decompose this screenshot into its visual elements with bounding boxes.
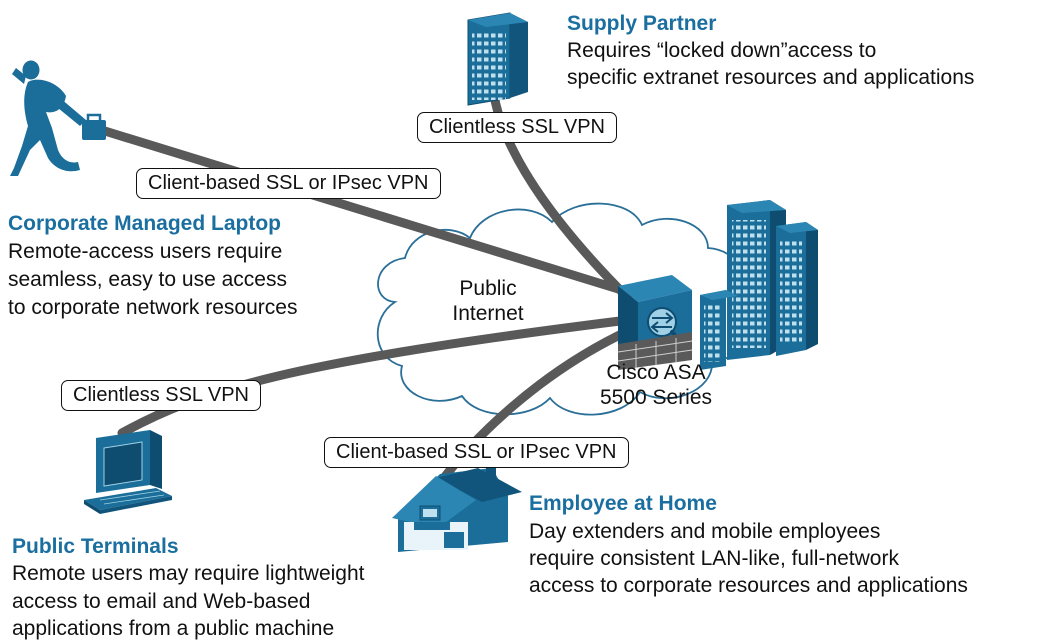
connection-label-public-terminals: Clientless SSL VPN	[61, 380, 261, 411]
line-public-terminals	[117, 315, 633, 438]
device-label-line-2: 5500 Series	[599, 386, 713, 409]
supply-partner-title: Supply Partner	[567, 12, 717, 35]
public-terminals-desc-1: Remote users may require lightweight	[12, 562, 365, 585]
employee-home-desc-1: Day extenders and mobile employees	[529, 520, 881, 543]
device-label-line-1: Cisco ASA	[606, 361, 706, 384]
cloud-label: Public Internet	[440, 276, 536, 326]
connection-label-supply-partner: Clientless SSL VPN	[417, 112, 617, 143]
supply-partner-desc-1: Requires “locked down”access to	[567, 39, 877, 62]
cloud-label-line-1: Public	[459, 277, 517, 300]
office-building-icon	[467, 12, 528, 106]
employee-home-title: Employee at Home	[529, 492, 717, 515]
cloud-label-line-2: Internet	[452, 302, 524, 325]
firewall-appliance-icon	[617, 275, 693, 370]
connection-label-corporate-laptop: Client-based SSL or IPsec VPN	[136, 168, 441, 199]
line-employee-home	[430, 325, 635, 495]
corporate-laptop-desc-3: to corporate network resources	[8, 296, 298, 319]
line-corporate-laptop	[90, 123, 633, 297]
public-terminals-desc-2: access to email and Web-based	[12, 590, 311, 613]
device-label: Cisco ASA 5500 Series	[588, 360, 724, 410]
running-businessman-icon	[10, 60, 106, 176]
corporate-laptop-desc-2: seamless, easy to use access	[8, 268, 287, 291]
employee-home-desc-2: require consistent LAN-like, full-networ…	[529, 547, 899, 570]
public-terminals-desc-3: applications from a public machine	[12, 617, 335, 640]
corporate-laptop-desc-1: Remote-access users require	[8, 240, 283, 263]
computer-terminal-icon	[84, 430, 172, 514]
public-terminals-title: Public Terminals	[12, 535, 179, 558]
corporate-laptop-title: Corporate Managed Laptop	[8, 212, 282, 235]
house-with-computer-icon	[392, 464, 522, 552]
supply-partner-desc-2: specific extranet resources and applicat…	[567, 66, 975, 89]
headquarters-buildings-icon	[700, 200, 818, 370]
employee-home-desc-3: access to corporate resources and applic…	[529, 574, 968, 597]
connection-label-employee-home: Client-based SSL or IPsec VPN	[324, 437, 629, 468]
